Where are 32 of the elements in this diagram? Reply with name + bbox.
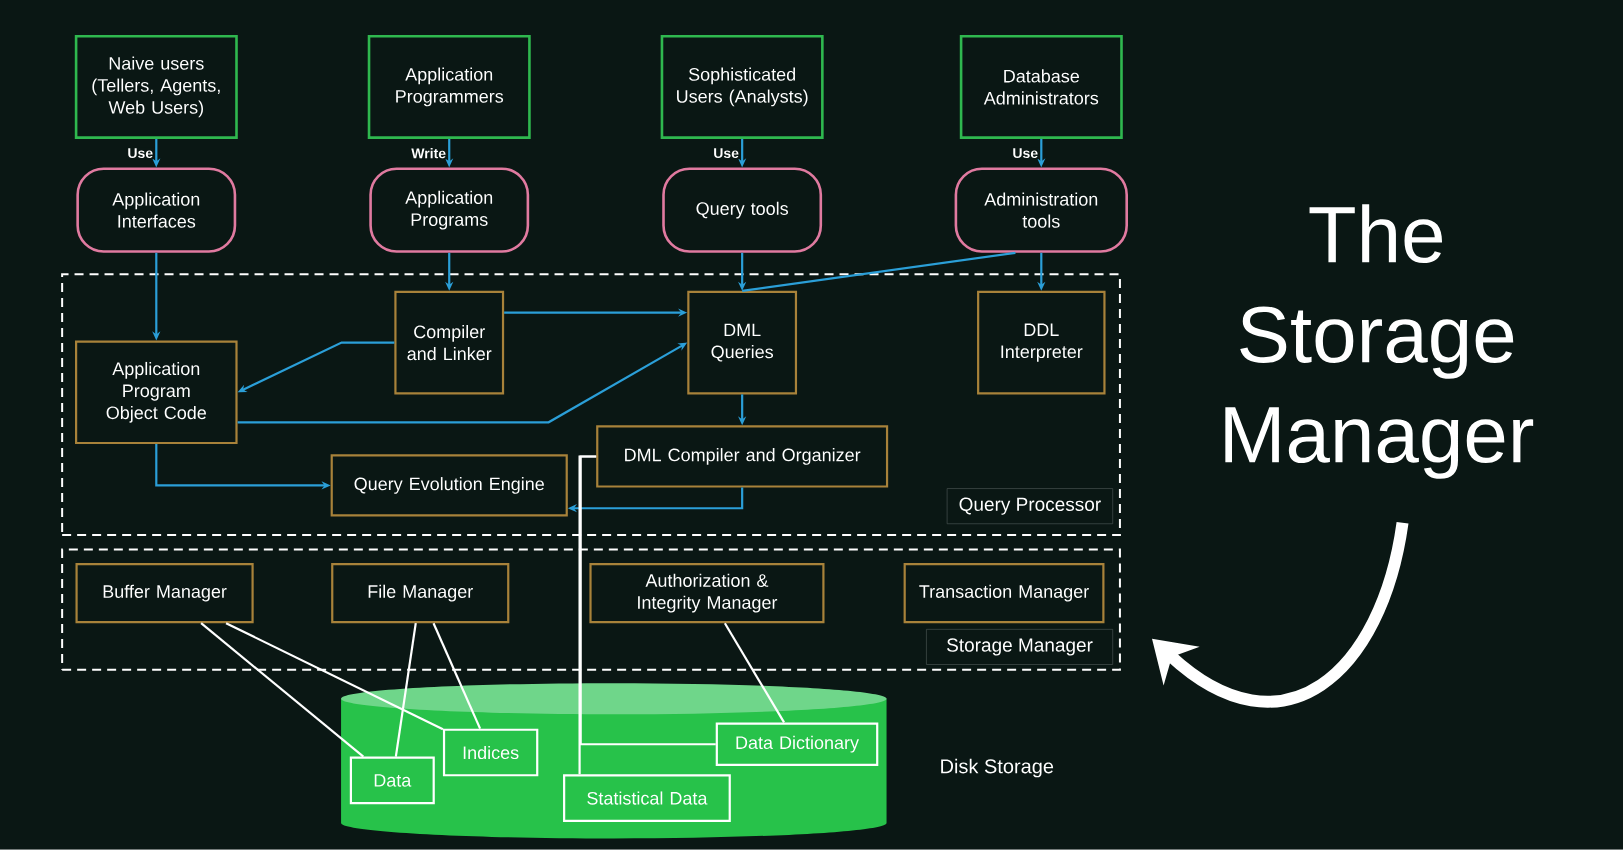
edge-label: Write [411, 148, 446, 159]
connector-line [225, 622, 444, 731]
user-box: Database Administrators [959, 35, 1123, 140]
connector-line [723, 622, 785, 724]
region-label: Storage Manager [926, 629, 1113, 665]
connector-line [579, 455, 716, 746]
process-box: Application Program Object Code [75, 340, 238, 445]
process-box: Query Evolution Engine [330, 454, 568, 517]
edge-label: Use [714, 148, 739, 159]
application-pill: Application Interfaces [76, 167, 237, 253]
application-pill: Query tools [662, 167, 823, 253]
region-label: Query Processor [946, 488, 1113, 525]
process-box: DML Queries [687, 290, 798, 395]
heading: The Storage Manager [1225, 204, 1534, 479]
edge-label: Use [1013, 148, 1038, 159]
beside-label: Disk Storage [941, 758, 1054, 778]
process-box: Transaction Manager [903, 563, 1105, 624]
edge-label: Use [128, 148, 153, 159]
connector-line [200, 622, 365, 758]
process-box: File Manager [331, 563, 510, 624]
process-box: Compiler and Linker [394, 290, 505, 395]
user-box: Sophisticated Users (Analysts) [660, 35, 824, 140]
process-box: DDL Interpreter [977, 290, 1106, 395]
process-box: DML Compiler and Organizer [596, 425, 889, 488]
user-box: Naive users (Tellers, Agents, Web Users) [74, 35, 238, 140]
connector-line [432, 622, 482, 730]
process-box: Buffer Manager [75, 563, 254, 624]
application-pill: Administration tools [954, 167, 1128, 253]
user-box: Application Programmers [367, 35, 531, 140]
application-pill: Application Programs [369, 167, 530, 253]
process-box: Authorization & Integrity Manager [589, 563, 825, 624]
connector-line [742, 251, 1016, 292]
